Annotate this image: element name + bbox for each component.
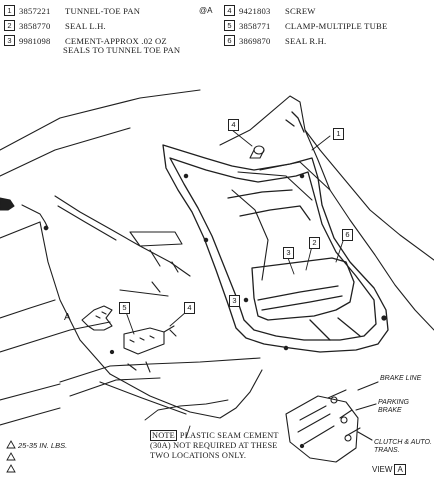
legend-number: 6 bbox=[224, 35, 235, 46]
note-tag: NOTE bbox=[150, 430, 177, 441]
clip-icon bbox=[0, 197, 49, 231]
legend-mark: @A bbox=[199, 6, 213, 15]
legend-description: CEMENT-APPROX .02 OZ bbox=[65, 35, 167, 46]
legend-part-number: 9421803 bbox=[239, 5, 271, 16]
torque-spec: 25-35 IN. LBS. bbox=[18, 441, 68, 450]
legend-description-continued: SEALS TO TUNNEL TOE PAN bbox=[63, 45, 181, 55]
legend-row-5: 5 3858771 CLAMP-MULTIPLE TUBE bbox=[224, 20, 387, 31]
torque-triangle-icons bbox=[6, 440, 16, 473]
callout-6: 6 bbox=[342, 229, 353, 241]
callout-2: 2 bbox=[309, 237, 320, 249]
leader-lines bbox=[125, 129, 345, 439]
legend-row-2: 2 3858770 SEAL L.H. bbox=[4, 20, 106, 31]
callout-3b: 3 bbox=[229, 295, 240, 307]
note-text-1: PLASTIC SEAM CEMENT bbox=[179, 431, 279, 440]
screw-icon bbox=[249, 145, 265, 159]
legend-part-number: 3858771 bbox=[239, 20, 271, 31]
view-a-bracket bbox=[285, 381, 379, 463]
tunnel-outline bbox=[219, 95, 434, 331]
legend-number: 5 bbox=[224, 20, 235, 31]
tunnel-toe-pan-part bbox=[162, 111, 389, 353]
clutch-label: CLUTCH & AUTO. TRANS. bbox=[374, 439, 432, 454]
callout-4b: 4 bbox=[184, 302, 195, 314]
legend-description: CLAMP-MULTIPLE TUBE bbox=[285, 20, 388, 31]
callout-3: 3 bbox=[283, 247, 294, 259]
callout-1: 1 bbox=[333, 128, 344, 140]
legend-number: 4 bbox=[224, 5, 235, 16]
clamp-a-icon bbox=[81, 305, 113, 331]
brake-line-label: BRAKE LINE bbox=[380, 375, 422, 382]
legend-row-4: 4 9421803 SCREW bbox=[224, 5, 316, 16]
note-line-2: (30A) NOT REQUIRED AT THESE bbox=[150, 441, 278, 450]
legend-row-6: 6 3869870 SEAL R.H. bbox=[224, 35, 326, 46]
floor-pan-lines bbox=[0, 89, 201, 426]
legend-part-number: 3858770 bbox=[19, 20, 51, 31]
legend-row-3: 3 9981098 CEMENT-APPROX .02 OZ bbox=[4, 35, 167, 46]
callout-5: 5 bbox=[119, 302, 130, 314]
legend-description: SCREW bbox=[285, 5, 316, 16]
legend-part-number: 3869870 bbox=[239, 35, 271, 46]
parking-brake-label: PARKING BRAKE bbox=[378, 399, 409, 414]
parts-legend: 1 3857221 TUNNEL-TOE PAN 2 3858770 SEAL … bbox=[0, 0, 434, 56]
legend-part-number: 3857221 bbox=[19, 5, 51, 16]
view-label-letter: A bbox=[394, 464, 406, 475]
legend-part-number: 9981098 bbox=[19, 35, 51, 46]
legend-row-1: 1 3857221 TUNNEL-TOE PAN bbox=[4, 5, 140, 16]
view-label-text: VIEW bbox=[372, 465, 393, 474]
legend-number: 2 bbox=[4, 20, 15, 31]
legend-number: 1 bbox=[4, 5, 15, 16]
legend-number: 3 bbox=[4, 35, 15, 46]
lower-channel bbox=[59, 357, 263, 419]
legend-description: SEAL L.H. bbox=[65, 20, 106, 31]
legend-description: TUNNEL-TOE PAN bbox=[65, 5, 141, 16]
note-line-3: TWO LOCATIONS ONLY. bbox=[150, 451, 247, 460]
torque-symbols bbox=[6, 440, 16, 479]
callout-4: 4 bbox=[228, 119, 239, 131]
multiple-tube-clamp-icon bbox=[109, 325, 177, 355]
view-a-reference-letter: A bbox=[64, 312, 71, 323]
legend-description: SEAL R.H. bbox=[285, 35, 327, 46]
